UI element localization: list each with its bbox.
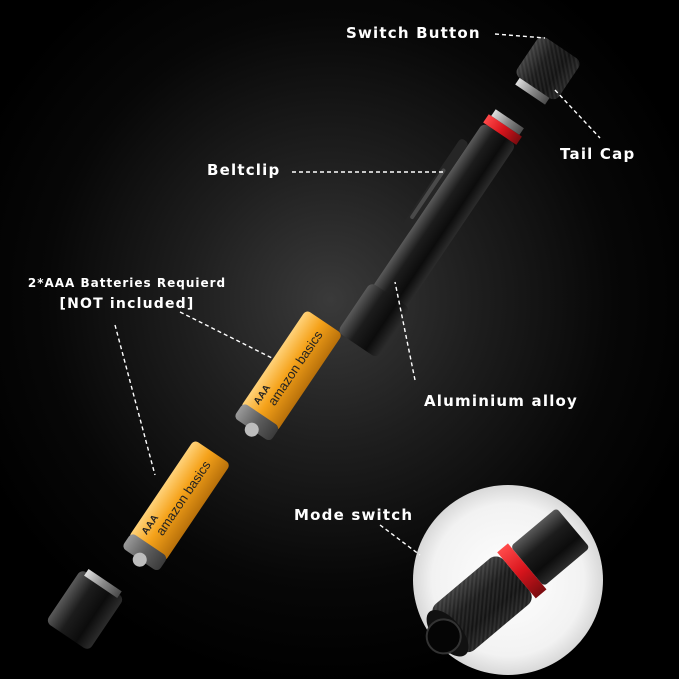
label-batteries: 2*AAA Batteries Requierd: [27, 276, 227, 290]
leader-mode-switch: [379, 524, 421, 556]
head-cap: [47, 568, 123, 649]
leader-batteries-b: [114, 324, 156, 476]
label-mode-switch: Mode switch: [294, 506, 414, 524]
label-beltclip: Beltclip: [207, 161, 281, 179]
tail-cap: [515, 36, 580, 105]
leader-batteries-a: [179, 311, 273, 359]
battery-lower: amazon basics AAA: [123, 441, 229, 571]
label-tail-cap: Tail Cap: [560, 145, 636, 163]
battery-upper: amazon basics AAA: [235, 311, 341, 441]
label-aluminium-alloy: Aluminium alloy: [424, 392, 579, 410]
leader-aluminium: [394, 281, 416, 381]
label-not-included: [NOT included]: [59, 296, 195, 312]
label-switch-button: Switch Button: [346, 24, 481, 42]
red-ring: [483, 114, 522, 145]
leader-tail-cap: [554, 89, 601, 139]
leader-lines: [114, 33, 601, 556]
mode-switch-zoom: [413, 485, 603, 675]
mode-switch-button: [425, 618, 462, 655]
leader-switch-button: [494, 33, 546, 39]
flashlight-body: [339, 109, 524, 357]
belt-clip: [400, 139, 468, 233]
